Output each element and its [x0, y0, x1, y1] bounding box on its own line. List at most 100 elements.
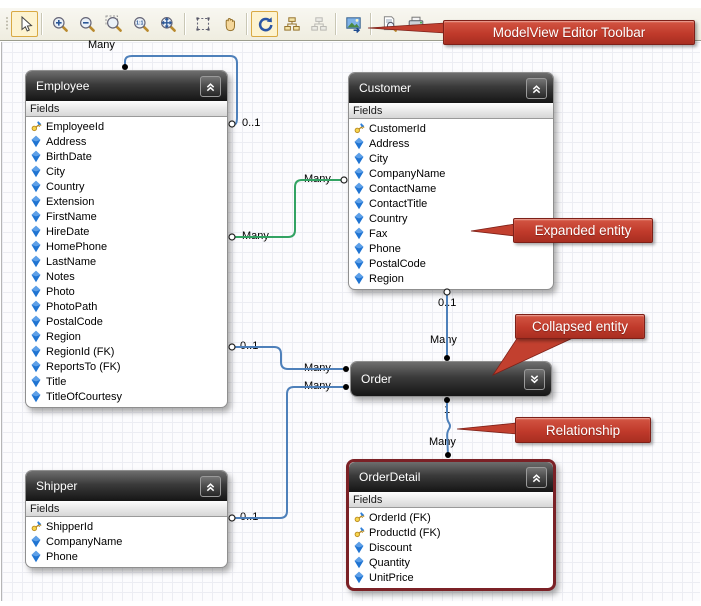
field-row[interactable]: PhotoPath: [26, 299, 227, 314]
export-image-icon: [345, 17, 361, 33]
field-row[interactable]: BirthDate: [26, 149, 227, 164]
fields-section-header: Fields: [349, 103, 553, 119]
field-row[interactable]: ShipperId: [26, 519, 227, 534]
field-row[interactable]: TitleOfCourtesy: [26, 389, 227, 404]
field-row[interactable]: Fax: [349, 226, 553, 241]
field-row[interactable]: ContactTitle: [349, 196, 553, 211]
key-icon: [354, 512, 365, 523]
field-row[interactable]: Title: [26, 374, 227, 389]
pointer-tool-button[interactable]: [11, 11, 38, 37]
field-row[interactable]: LastName: [26, 254, 227, 269]
zoom-in-button[interactable]: [46, 11, 73, 37]
field-row[interactable]: ProductId (FK): [349, 525, 553, 540]
undo-button[interactable]: [251, 11, 278, 37]
layout-tree-button[interactable]: [278, 11, 305, 37]
field-name: CompanyName: [46, 535, 123, 548]
field-icon: [31, 375, 41, 388]
field-row[interactable]: Extension: [26, 194, 227, 209]
field-row[interactable]: EmployeeId: [26, 119, 227, 134]
export-image-button[interactable]: [340, 11, 367, 37]
field-row[interactable]: ReportsTo (FK): [26, 359, 227, 374]
field-row[interactable]: CompanyName: [26, 534, 227, 549]
field-row[interactable]: CompanyName: [349, 166, 553, 181]
field-row[interactable]: Notes: [26, 269, 227, 284]
field-name: Phone: [46, 550, 78, 563]
field-row[interactable]: City: [349, 151, 553, 166]
field-name: Phone: [369, 242, 401, 255]
cardinality-label: 0..1: [438, 297, 457, 309]
field-icon: [31, 360, 41, 373]
field-row[interactable]: CustomerId: [349, 121, 553, 136]
field-row[interactable]: UnitPrice: [349, 570, 553, 585]
print-button[interactable]: [402, 11, 429, 37]
field-row[interactable]: Region: [349, 271, 553, 286]
toolbar-grip-handle[interactable]: [2, 12, 11, 36]
field-row[interactable]: PostalCode: [26, 314, 227, 329]
field-icon: [31, 315, 41, 328]
collapse-entity-button[interactable]: [526, 466, 547, 488]
field-row[interactable]: RegionId (FK): [26, 344, 227, 359]
field-name: PostalCode: [46, 315, 103, 328]
pointer-tool-icon: [21, 15, 33, 32]
field-row[interactable]: Photo: [26, 284, 227, 299]
field-row[interactable]: OrderId (FK): [349, 510, 553, 525]
entity-title: OrderDetail: [359, 470, 421, 484]
expand-entity-button[interactable]: [524, 368, 545, 390]
field-row[interactable]: Country: [26, 179, 227, 194]
field-row[interactable]: Quantity: [349, 555, 553, 570]
entity-header[interactable]: OrderDetail: [349, 462, 553, 492]
toolbar-separator: [41, 13, 43, 35]
zoom-one-to-one-button[interactable]: 1:1: [127, 11, 154, 37]
collapse-entity-button[interactable]: [526, 77, 547, 99]
field-icon: [31, 535, 41, 548]
field-row[interactable]: Country: [349, 211, 553, 226]
field-row[interactable]: Phone: [26, 549, 227, 564]
fields-section-label: Fields: [353, 104, 383, 117]
toolbar-separator: [370, 13, 372, 35]
pan-hand-icon: [225, 17, 235, 32]
pan-hand-button[interactable]: [216, 11, 243, 37]
zoom-fit-button[interactable]: [154, 11, 181, 37]
field-row[interactable]: Phone: [349, 241, 553, 256]
field-name: Notes: [46, 270, 75, 283]
entity-header[interactable]: Shipper: [26, 471, 227, 501]
field-row[interactable]: HomePhone: [26, 239, 227, 254]
field-row[interactable]: HireDate: [26, 224, 227, 239]
collapse-entity-button[interactable]: [200, 475, 221, 497]
entity-header[interactable]: Employee: [26, 71, 227, 101]
entity-header[interactable]: Order: [351, 362, 551, 396]
field-row[interactable]: Region: [26, 329, 227, 344]
field-row[interactable]: Address: [349, 136, 553, 151]
field-icon: [31, 330, 41, 343]
field-name: Country: [369, 212, 408, 225]
field-name: Title: [46, 375, 67, 388]
zoom-out-button[interactable]: [73, 11, 100, 37]
cardinality-label: 0..1: [240, 511, 259, 523]
field-row[interactable]: FirstName: [26, 209, 227, 224]
field-row[interactable]: PostalCode: [349, 256, 553, 271]
zoom-region-button[interactable]: [100, 11, 127, 37]
entity-header[interactable]: Customer: [349, 73, 553, 103]
field-row[interactable]: Address: [26, 134, 227, 149]
field-row[interactable]: ContactName: [349, 181, 553, 196]
field-name: Country: [46, 180, 85, 193]
field-row[interactable]: Discount: [349, 540, 553, 555]
collapse-entity-button[interactable]: [200, 75, 221, 97]
entity-order[interactable]: Order: [350, 361, 552, 397]
print-preview-button[interactable]: [375, 11, 402, 37]
cardinality-label: Many: [304, 173, 331, 185]
rubber-band-selection-button[interactable]: [189, 11, 216, 37]
field-name: OrderId (FK): [369, 511, 431, 524]
layout-tree-compact-button[interactable]: [305, 11, 332, 37]
field-name: ShipperId: [46, 520, 94, 533]
layout-tree-icon: [283, 17, 300, 31]
cardinality-label: 1: [444, 404, 451, 416]
zoom-in-icon: [52, 17, 68, 32]
field-row[interactable]: City: [26, 164, 227, 179]
